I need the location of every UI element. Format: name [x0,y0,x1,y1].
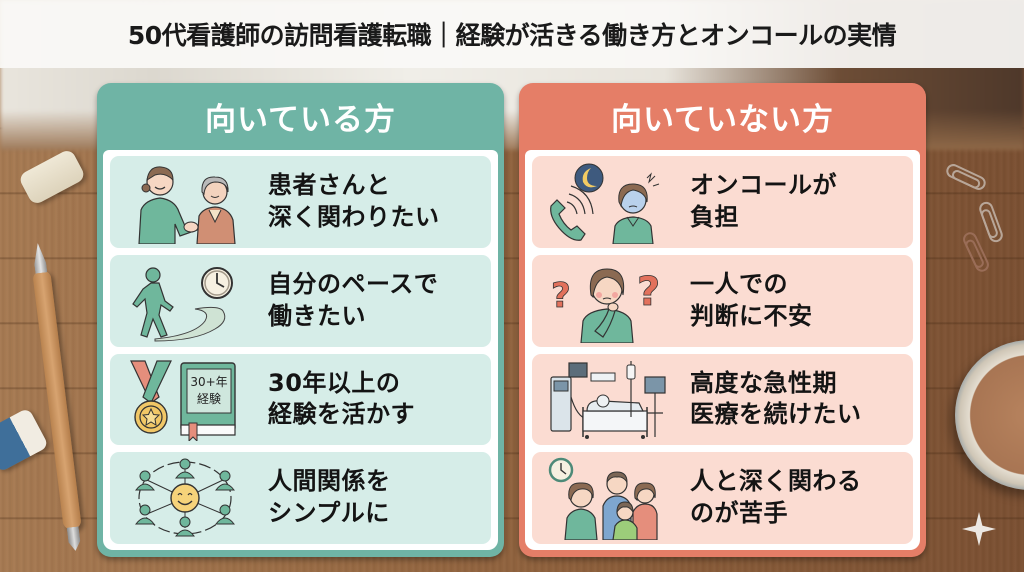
unsuitable-item-avoid-deep-relations: 人と深く関わる のが苦手 [532,452,913,544]
item-text-line2: シンプルに [268,499,390,528]
people-network-smiley-icon [120,456,250,540]
item-text-line2: のが苦手 [690,499,788,528]
suitable-panel: 向いている方 患者さんと 深く [97,83,504,557]
suitable-panel-heading: 向いている方 [204,102,397,138]
item-text-line2: 深く関わりたい [268,202,440,231]
unsuitable-item-solo-judgment-anxiety: ? ? 一人での 判断に不安 [532,254,913,347]
suitable-panel-body: 患者さんと 深く関わりたい 自分のペースで 働きたい [103,150,498,550]
paperclip-decoration [944,161,988,193]
svg-text:?: ? [637,269,660,315]
coffee-cup-decoration [955,340,1024,490]
item-text-line1: 人と深く関わる [690,467,862,496]
suitable-item-own-pace: 自分のペースで 働きたい [110,254,491,347]
title-bar: 50代看護師の訪問看護転職｜経験が活きる働き方とオンコールの実情 [0,0,1024,68]
suitable-item-use-experience: 30+年 経験 30年以上の 経験を活かす [110,353,491,446]
night-phone-call-tired-nurse-icon [542,160,672,244]
item-text-line1: 一人での [690,269,788,298]
unsuitable-panel-body: オンコールが 負担 ? ? 一人での 判断に [525,150,920,550]
suitable-item-deep-patient-relations: 患者さんと 深く関わりたい [110,156,491,248]
paperclip-decoration [960,230,992,274]
item-text-line2: 経験を活かす [268,400,415,429]
page-title: 50代看護師の訪問看護転職｜経験が活きる働き方とオンコールの実情 [127,21,897,50]
paperclip-decoration [977,199,1005,245]
hospital-icu-bed-equipment-icon [542,357,672,441]
nurse-holding-elderly-hands-icon [120,160,250,244]
suitable-item-simple-relations: 人間関係を シンプルに [110,452,491,544]
item-text-line2: 医療を続けたい [690,400,862,429]
walking-person-clock-path-icon [120,259,250,343]
blue-eraser-decoration [0,407,50,473]
sparkle-icon [962,512,996,546]
unsuitable-item-acute-care: 高度な急性期 医療を続けたい [532,353,913,446]
worried-nurse-question-marks-icon: ? ? [542,259,672,343]
unsuitable-item-oncall-burden: オンコールが 負担 [532,156,913,248]
item-text-line1: 30年以上の [268,368,401,397]
eraser-decoration [17,147,87,207]
item-text-line2: 判断に不安 [690,301,813,330]
item-text-line1: 患者さんと [268,171,391,200]
item-text-line2: 働きたい [268,301,366,330]
book-label-line1: 30+年 [190,375,227,389]
svg-text:?: ? [551,276,571,316]
book-label-line2: 経験 [197,391,221,406]
medal-and-experience-book-icon: 30+年 経験 [120,357,250,442]
item-text-line2: 負担 [690,202,739,231]
item-text-line1: 高度な急性期 [690,368,837,397]
unsuitable-panel-heading: 向いていない方 [610,102,835,138]
item-text-line1: 自分のペースで [268,269,439,298]
nurse-with-family-clock-icon [542,456,672,541]
item-text-line1: オンコールが [690,171,837,200]
item-text-line1: 人間関係を [268,467,391,496]
wooden-pen-decoration [32,269,82,531]
unsuitable-panel: 向いていない方 オンコールが 負担 [519,83,926,557]
